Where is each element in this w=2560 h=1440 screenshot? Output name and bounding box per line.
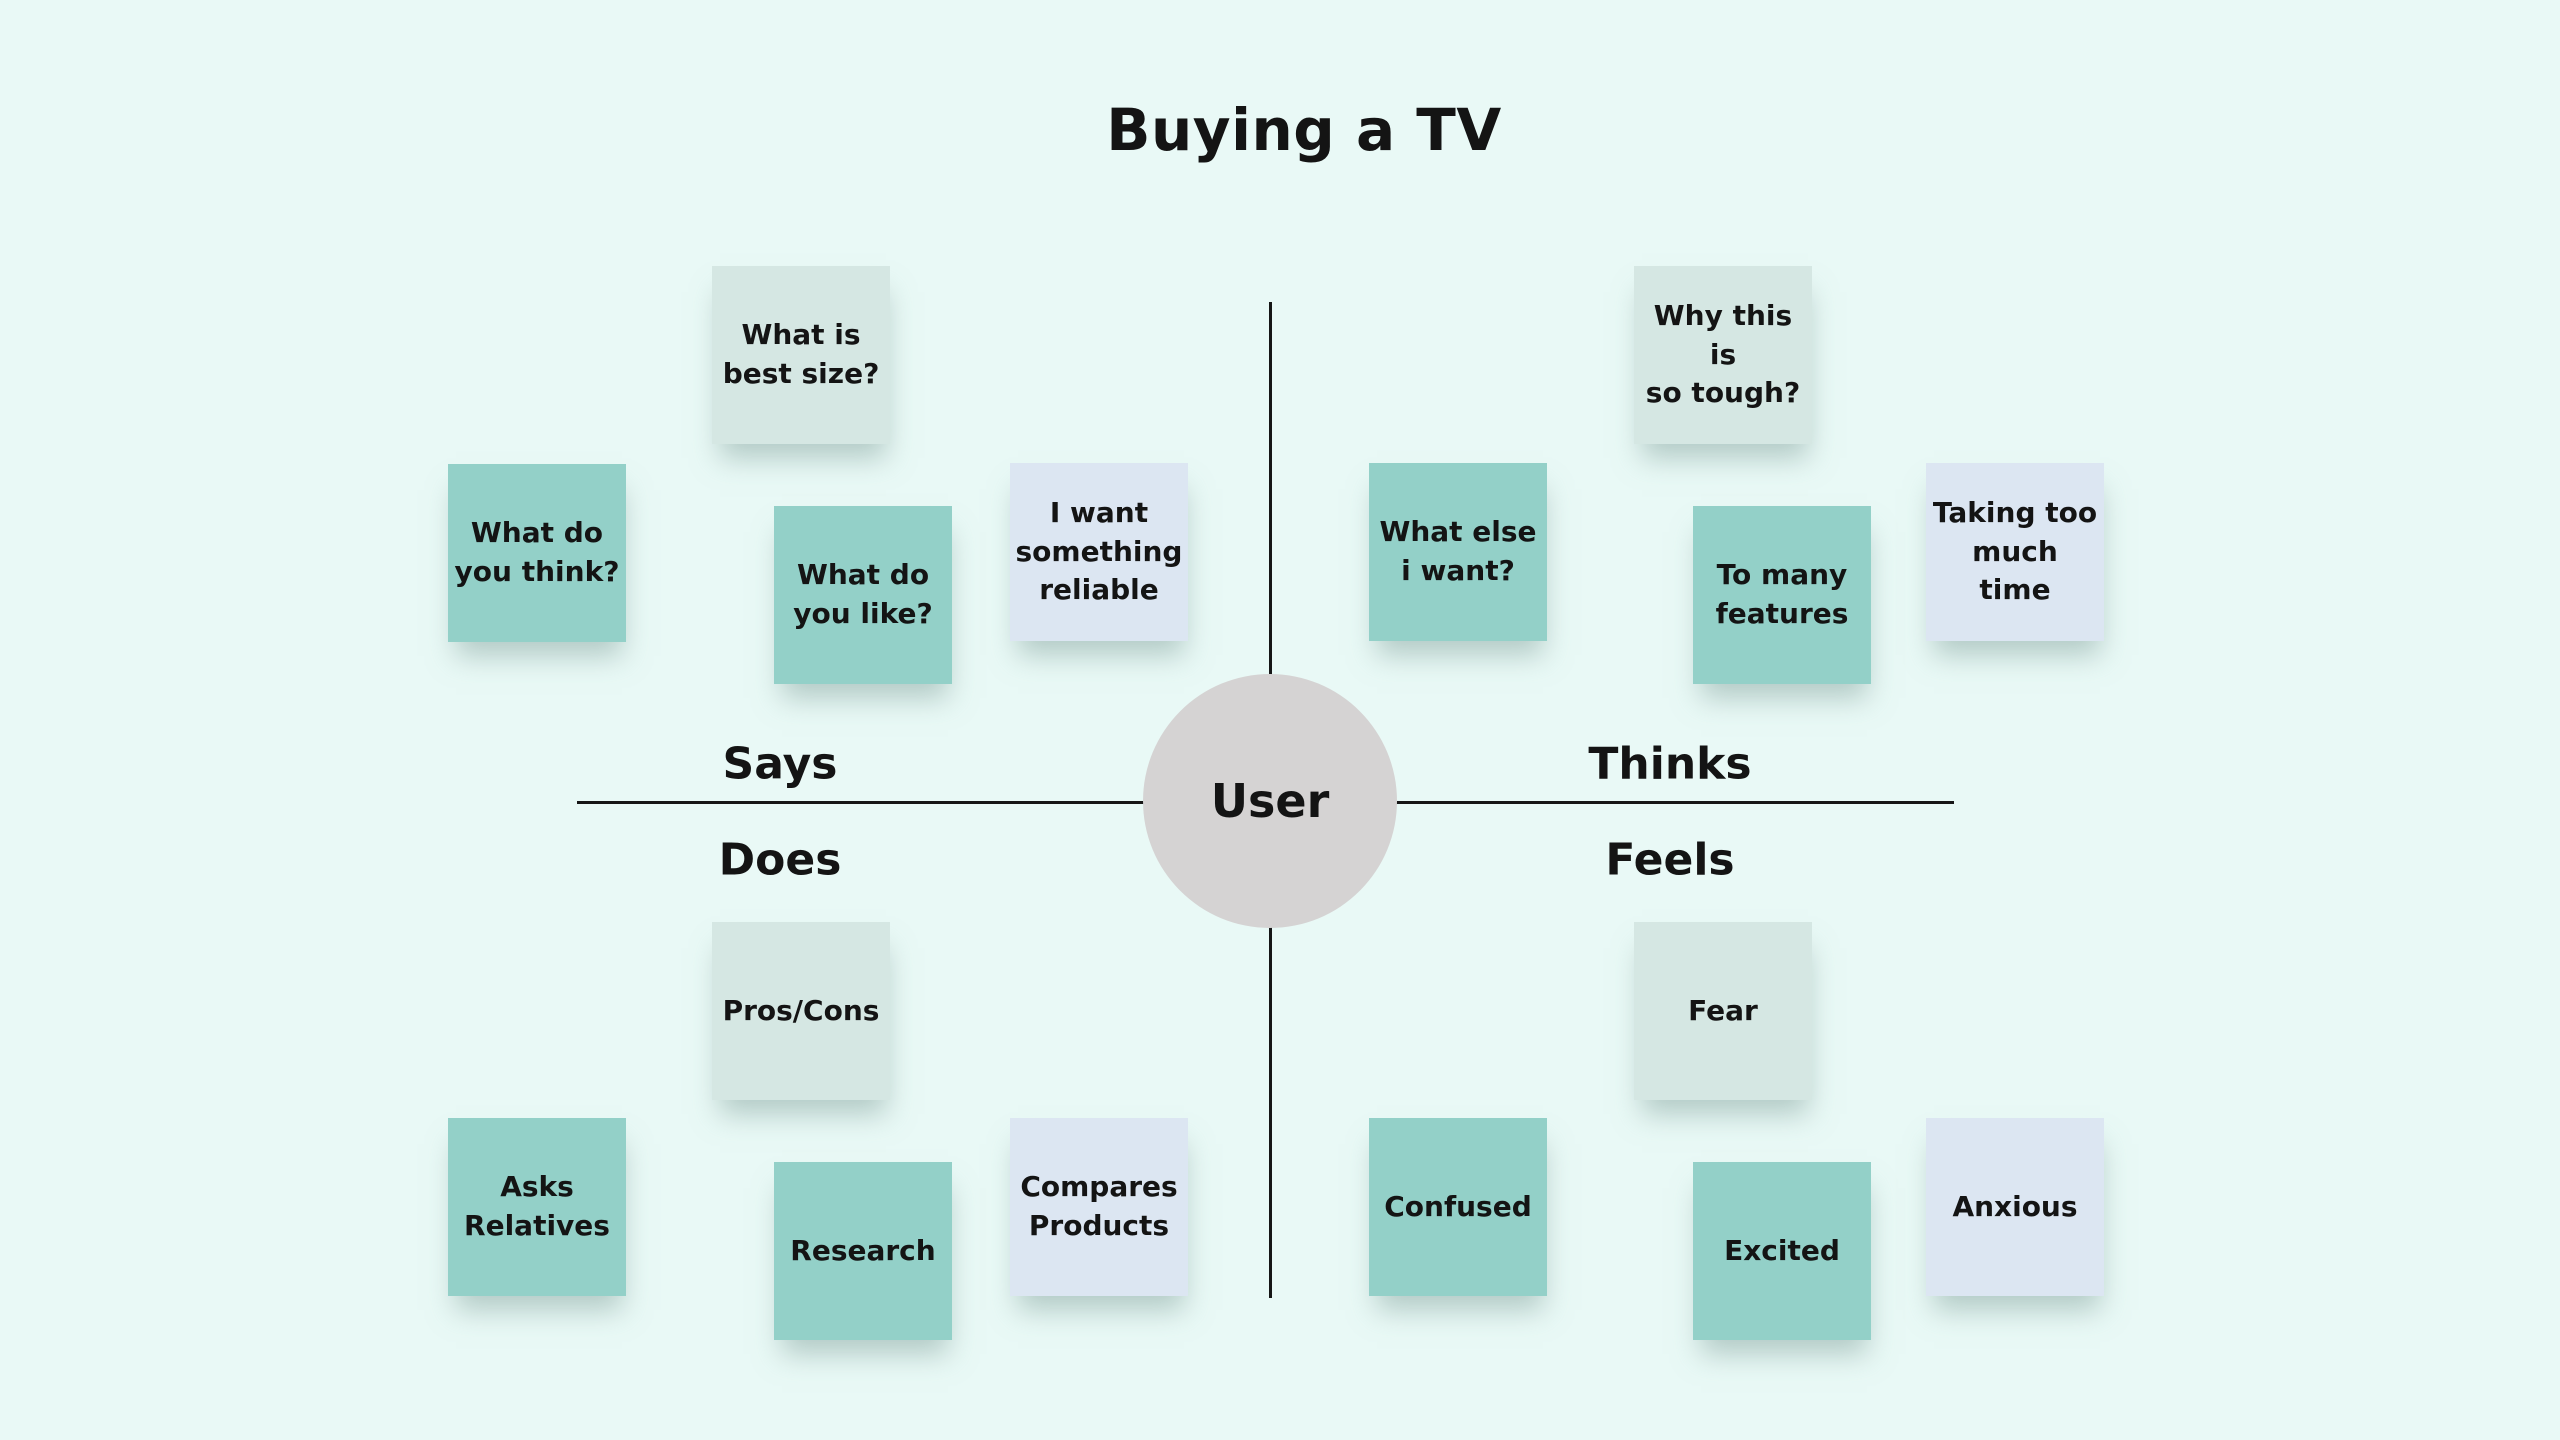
note-text: Why this is so tough? — [1645, 299, 1801, 410]
quadrant-label-thinks: Thinks — [1588, 738, 1752, 790]
sticky-note-research: Research — [774, 1162, 952, 1340]
quadrant-label-does: Does — [718, 834, 842, 886]
sticky-note-excited: Excited — [1693, 1162, 1871, 1340]
note-text: Pros/Cons — [722, 993, 880, 1027]
note-text: What do you think? — [454, 516, 620, 588]
note-text: Confused — [1384, 1189, 1532, 1223]
note-text: To many features — [1715, 558, 1849, 630]
user-circle: User — [1143, 674, 1397, 928]
quadrant-label-feels: Feels — [1605, 834, 1735, 886]
sticky-note-what-else-i-want: What else i want? — [1369, 463, 1547, 641]
note-text: Anxious — [1952, 1189, 2078, 1223]
sticky-note-what-do-you-like: What do you like? — [774, 506, 952, 684]
note-text: Research — [790, 1233, 936, 1267]
note-text: I want something reliable — [1015, 496, 1183, 607]
note-text: Compares Products — [1020, 1170, 1178, 1242]
user-label: User — [1210, 774, 1330, 828]
sticky-note-i-want-something-reliable: I want something reliable — [1010, 463, 1188, 641]
note-text: What else i want? — [1379, 515, 1537, 587]
sticky-note-confused: Confused — [1369, 1118, 1547, 1296]
note-text: Fear — [1688, 993, 1758, 1027]
note-text: What is best size? — [722, 318, 880, 390]
note-text: What do you like? — [793, 558, 933, 630]
sticky-note-pros-cons: Pros/Cons — [712, 922, 890, 1100]
sticky-note-taking-too-much-time: Taking too much time — [1926, 463, 2104, 641]
sticky-note-why-this-is-so-tough: Why this is so tough? — [1634, 266, 1812, 444]
sticky-note-fear: Fear — [1634, 922, 1812, 1100]
sticky-note-what-is-best-size: What is best size? — [712, 266, 890, 444]
sticky-note-what-do-you-think: What do you think? — [448, 464, 626, 642]
note-text: Excited — [1724, 1233, 1840, 1267]
sticky-note-compares-products: Compares Products — [1010, 1118, 1188, 1296]
sticky-note-anxious: Anxious — [1926, 1118, 2104, 1296]
note-text: Taking too much time — [1932, 496, 2098, 607]
sticky-note-to-many-features: To many features — [1693, 506, 1871, 684]
note-text: Asks Relatives — [464, 1170, 610, 1242]
quadrant-label-says: Says — [722, 738, 838, 790]
diagram-title: Buying a TV — [1106, 96, 1502, 164]
sticky-note-asks-relatives: Asks Relatives — [448, 1118, 626, 1296]
